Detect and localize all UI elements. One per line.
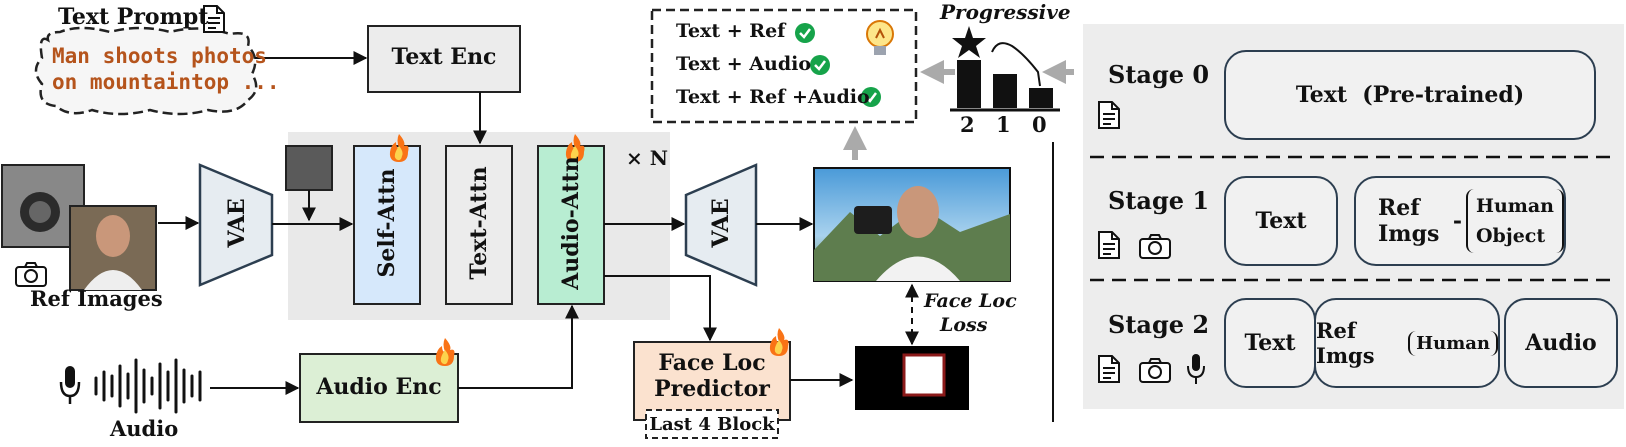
document-icon: [1098, 355, 1120, 383]
document-icon: [1098, 231, 1120, 259]
stage-0-text-label: Text (Pre-trained): [1295, 82, 1525, 108]
lightbulb-icon: [866, 20, 894, 55]
stage-1-ref-box: Ref Imgs - Human Object: [1354, 176, 1566, 266]
fire-icon: [565, 134, 585, 162]
fire-icon: [435, 338, 455, 366]
text-enc-box: [367, 25, 521, 93]
stage-2-text-label: Text: [1244, 330, 1296, 356]
fire-icon: [389, 134, 409, 162]
audio-enc-label: Audio Enc: [316, 374, 442, 400]
repeat-label: × N: [626, 146, 669, 170]
prog-label-0: 0: [1032, 112, 1047, 137]
brace-connector: -: [1452, 208, 1462, 234]
vae-left-label: VAE: [224, 198, 250, 248]
text-enc-label: Text Enc: [391, 44, 497, 70]
ref-item-human: Human: [1416, 332, 1490, 354]
stage-2-ref-items: Human: [1408, 330, 1498, 356]
ref-item-human: Human: [1476, 195, 1554, 217]
last-4-block-tag: [645, 409, 779, 439]
camera-icon: [1139, 358, 1171, 383]
condition-text-audio: Text + Audio: [676, 53, 812, 75]
vae-right-shape: [684, 163, 758, 287]
stage-2-audio-label: Audio: [1525, 330, 1597, 356]
face-loc-loss-line-2: Loss: [940, 314, 988, 336]
prog-label-1: 1: [996, 112, 1011, 137]
camera-icon: [1139, 234, 1171, 259]
check-icon: [861, 87, 881, 107]
last-4-block-label: Last 4 Block: [649, 414, 775, 435]
vae-right-label: VAE: [708, 198, 734, 248]
audio-enc-box: [299, 353, 459, 423]
camera-icon: [15, 262, 47, 287]
prog-bar-1: [993, 74, 1017, 108]
audio-label: Audio: [110, 416, 179, 441]
ref-images-label: Ref Images: [30, 286, 163, 311]
microphone-icon: [59, 366, 81, 404]
stage-1-ref-label: Ref Imgs: [1378, 195, 1440, 247]
stage-2-audio-box: Audio: [1504, 298, 1618, 388]
stage-1-ref-items: Human Object: [1466, 189, 1564, 253]
stage-1-text-label: Text: [1255, 208, 1307, 234]
prog-label-2: 2: [960, 112, 975, 137]
stage-2-text-box: Text: [1224, 298, 1316, 388]
noise-latent: [285, 145, 333, 191]
face-loc-predictor-box: [633, 341, 791, 421]
stage-0-text-box: Text (Pre-trained): [1224, 50, 1596, 140]
audio-waveform: [94, 358, 202, 414]
star-icon: [952, 26, 986, 58]
audio-attn-label: Audio-Attn: [558, 156, 584, 290]
document-icon: [1098, 101, 1120, 129]
stage-1-title: Stage 1: [1108, 186, 1210, 215]
check-icon: [810, 55, 830, 75]
text-attn-label: Text-Attn: [466, 166, 492, 280]
face-loc-predictor-line-1: Face Loc: [658, 350, 766, 376]
face-loc-predictor-line-2: Predictor: [654, 376, 770, 402]
fire-icon: [769, 328, 789, 356]
text-attn-box: [445, 145, 513, 305]
prog-bar-2: [957, 60, 981, 108]
ref-item-object: Object: [1476, 225, 1546, 247]
self-attn-box: [353, 145, 421, 305]
text-prompt-line-2: on mountaintop ...: [52, 70, 280, 94]
stage-0-title: Stage 0: [1108, 60, 1210, 89]
vae-left-shape: [198, 163, 274, 287]
self-attn-label: Self-Attn: [374, 168, 400, 278]
condition-text-ref-audio: Text + Ref +Audio: [676, 86, 870, 108]
text-prompt-line-1: Man shoots photos: [52, 44, 267, 68]
stage-2-title: Stage 2: [1108, 310, 1210, 339]
progressive-title: Progressive: [940, 0, 1071, 24]
stage-2-ref-box: Ref Imgs Human: [1314, 298, 1500, 388]
check-icon: [795, 23, 815, 43]
text-prompt-title: Text Prompt: [58, 4, 209, 30]
microphone-icon: [1187, 354, 1205, 384]
audio-attn-box: [537, 145, 605, 305]
face-loc-loss-line-1: Face Loc: [924, 290, 1017, 312]
text-prompt-bubble: [34, 26, 258, 116]
document-icon: [203, 5, 225, 33]
stage-1-text-box: Text: [1224, 176, 1338, 266]
prog-bar-0: [1029, 88, 1053, 108]
stage-2-ref-label: Ref Imgs: [1316, 318, 1375, 368]
condition-text-ref: Text + Ref: [676, 20, 786, 42]
